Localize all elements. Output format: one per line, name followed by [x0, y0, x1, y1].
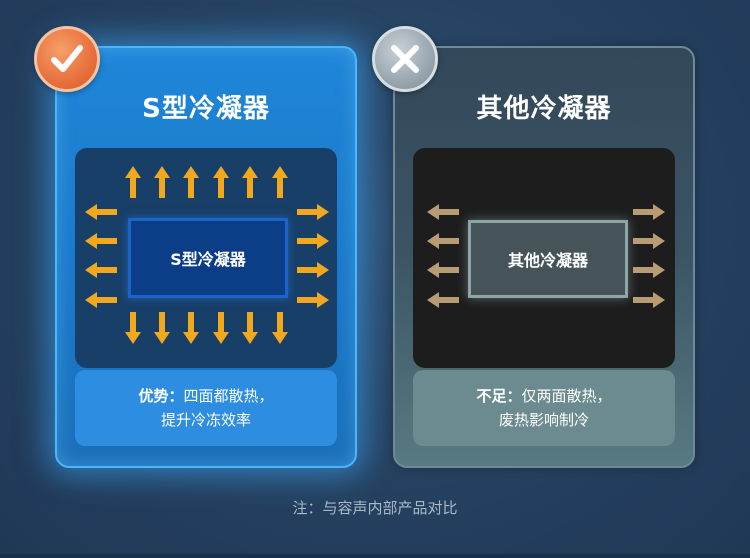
- heat-diagram-panel: 其他冷凝器: [413, 148, 675, 368]
- check-icon: [34, 26, 100, 92]
- caption-line-1: 仅两面散热，: [521, 387, 612, 405]
- condenser-core-box: S型冷凝器: [128, 218, 288, 298]
- caption-prefix: 不足：: [476, 387, 522, 405]
- shortcoming-caption: 不足：仅两面散热， 废热影响制冷: [413, 370, 675, 446]
- heat-arrows-two-sides: [427, 204, 665, 308]
- heat-arrows-four-sides: [85, 166, 329, 344]
- condenser-core-box: 其他冷凝器: [468, 220, 628, 298]
- bottom-divider: [0, 554, 750, 558]
- card-title: S型冷凝器: [142, 94, 270, 124]
- card-title: 其他冷凝器: [476, 94, 612, 124]
- s-condenser-card: S型冷凝器: [55, 46, 357, 468]
- cross-icon: [372, 26, 438, 92]
- caption-line-2: 废热影响制冷: [498, 411, 589, 429]
- other-condenser-card: 其他冷凝器 其他冷凝器 不足：仅两面散热， 废热影响制冷: [393, 46, 695, 468]
- caption-prefix: 优势：: [138, 387, 184, 405]
- caption-line-2: 提升冷冻效率: [160, 411, 251, 429]
- advantage-caption: 优势：四面都散热， 提升冷冻效率: [75, 370, 337, 446]
- caption-line-1: 四面都散热，: [183, 387, 274, 405]
- comparison-footnote: 注：与容声内部产品对比: [292, 499, 458, 517]
- heat-diagram-panel: S型冷凝器: [75, 148, 337, 368]
